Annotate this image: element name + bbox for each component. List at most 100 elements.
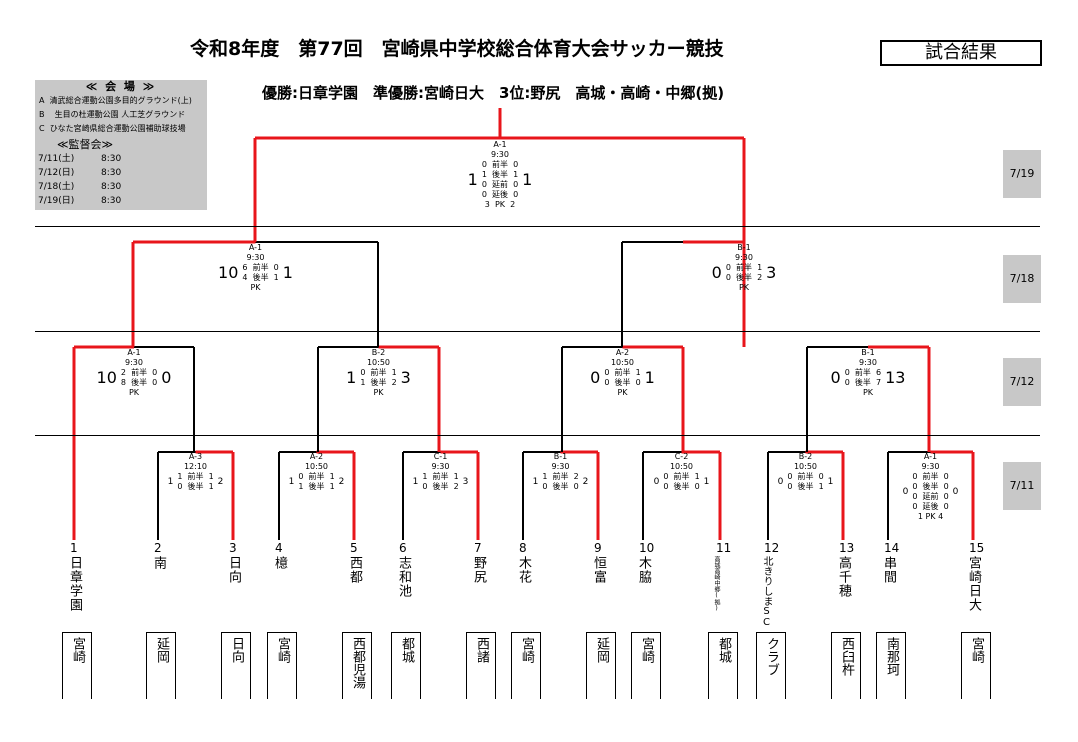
score-right: 2	[582, 477, 589, 487]
school-district: 南那珂	[876, 632, 906, 699]
score-right: 3	[462, 477, 469, 487]
score-left: 10	[96, 368, 117, 387]
venue-item: A 清武総合運動公園多目的グラウンド(上)	[39, 96, 192, 105]
match-time: 10:50	[366, 358, 391, 367]
score-right: 0	[161, 368, 172, 387]
pk-result: PK	[373, 388, 384, 397]
score-left: 1	[532, 477, 539, 487]
team-name: 野尻	[471, 556, 486, 584]
score-left: 0	[653, 477, 660, 487]
score-right: 1	[644, 368, 655, 387]
match-time: 10:50	[793, 462, 818, 471]
team-name: 木花	[516, 556, 531, 584]
match-time: 9:30	[431, 462, 450, 471]
team-number: 6	[399, 541, 407, 555]
team-name: 串間	[881, 556, 896, 584]
school-district: 宮崎	[267, 632, 297, 699]
score-left: 0	[590, 368, 601, 387]
team-number: 7	[474, 541, 482, 555]
score-left: 0	[902, 487, 909, 497]
round-divider	[35, 435, 1040, 436]
school-district-label: 南那珂	[884, 637, 899, 676]
match-time: 9:30	[735, 253, 753, 262]
team-name: 南	[151, 556, 166, 570]
venue-item: C ひなた宮崎県総合運動公園補助球技場	[39, 124, 186, 133]
school-district-label: 西都児湯	[350, 637, 365, 689]
round-date-semifinal: 7/18	[1003, 255, 1041, 303]
venue-heading: ≪ 会 場 ≫	[85, 80, 157, 93]
supervisor-row: 7/12(日)8:30	[38, 168, 122, 178]
school-district-label: 宮崎	[639, 637, 654, 663]
round-divider	[35, 226, 1040, 227]
pk-result: PK	[738, 283, 750, 292]
school-district: 宮崎	[62, 632, 92, 699]
score-left: 1	[288, 477, 295, 487]
winners-summary: 優勝:日章学園 準優勝:宮崎日大 3位:野尻 高城・高崎・中郷(拠)	[262, 84, 725, 102]
match-time: 10:50	[610, 358, 635, 367]
school-district: 宮崎	[961, 632, 991, 699]
team-number: 1	[70, 541, 78, 555]
school-district: 西都児湯	[342, 632, 372, 699]
score-left: 1	[167, 477, 174, 487]
school-district: 都城	[708, 632, 738, 699]
school-district: 延岡	[586, 632, 616, 699]
team-number: 10	[639, 541, 655, 555]
team-number: 14	[884, 541, 900, 555]
match-time: 9:30	[125, 358, 143, 367]
school-district-label: 西臼杵	[839, 637, 854, 676]
team-number: 2	[154, 541, 162, 555]
school-district-label: 日向	[229, 637, 244, 663]
match-id: A-1	[248, 243, 263, 252]
match-id: A-2	[309, 452, 324, 461]
score-left: 1	[346, 368, 357, 387]
school-district-label: クラブ	[764, 637, 779, 676]
pk-result: 1 PK 4	[917, 512, 944, 521]
team-number: 13	[839, 541, 855, 555]
team-number: 12	[764, 541, 780, 555]
school-district-label: 延岡	[154, 637, 169, 663]
score-left: 0	[711, 263, 722, 282]
pk-result: PK	[617, 388, 628, 397]
match-id: B-1	[737, 243, 751, 252]
school-district: 日向	[221, 632, 251, 699]
school-district: 延岡	[146, 632, 176, 699]
match-id: A-2	[615, 348, 630, 357]
score-right: 2	[338, 477, 345, 487]
page-title: 令和8年度 第77回 宮崎県中学校総合体育大会サッカー競技	[190, 38, 724, 60]
team-name: 西都	[347, 556, 362, 584]
venue-item: B 生目の杜運動公園 人工芝グラウンド	[39, 110, 186, 119]
school-district: 都城	[391, 632, 421, 699]
score-left: 0	[777, 477, 784, 487]
team-name: 高城高崎中郷(拠)	[713, 556, 720, 612]
pk-result: PK	[128, 388, 140, 397]
score-right: 3	[400, 368, 411, 387]
team-number: 15	[969, 541, 985, 555]
team-number: 8	[519, 541, 527, 555]
school-district-label: 宮崎	[519, 637, 534, 663]
team-name: 檍	[272, 556, 287, 570]
match-id: B-2	[371, 348, 386, 357]
match-id: A-1	[493, 140, 507, 149]
match-time: 10:50	[304, 462, 329, 471]
pk-result: PK	[250, 283, 261, 292]
team-name: 恒富	[591, 556, 606, 584]
school-district-label: 宮崎	[70, 637, 85, 663]
match-time: 9:30	[921, 462, 940, 471]
supervisor-row: 7/19(日)8:30	[38, 196, 122, 206]
score-left: 1	[467, 170, 478, 189]
team-name: 日章学園	[67, 556, 82, 612]
pk-result: 3 PK 2	[484, 200, 516, 209]
score-right: 0	[952, 487, 959, 497]
match-time: 9:30	[859, 358, 877, 367]
school-district: 西諸	[466, 632, 496, 699]
match-time: 9:30	[491, 150, 509, 159]
team-number: 9	[594, 541, 602, 555]
